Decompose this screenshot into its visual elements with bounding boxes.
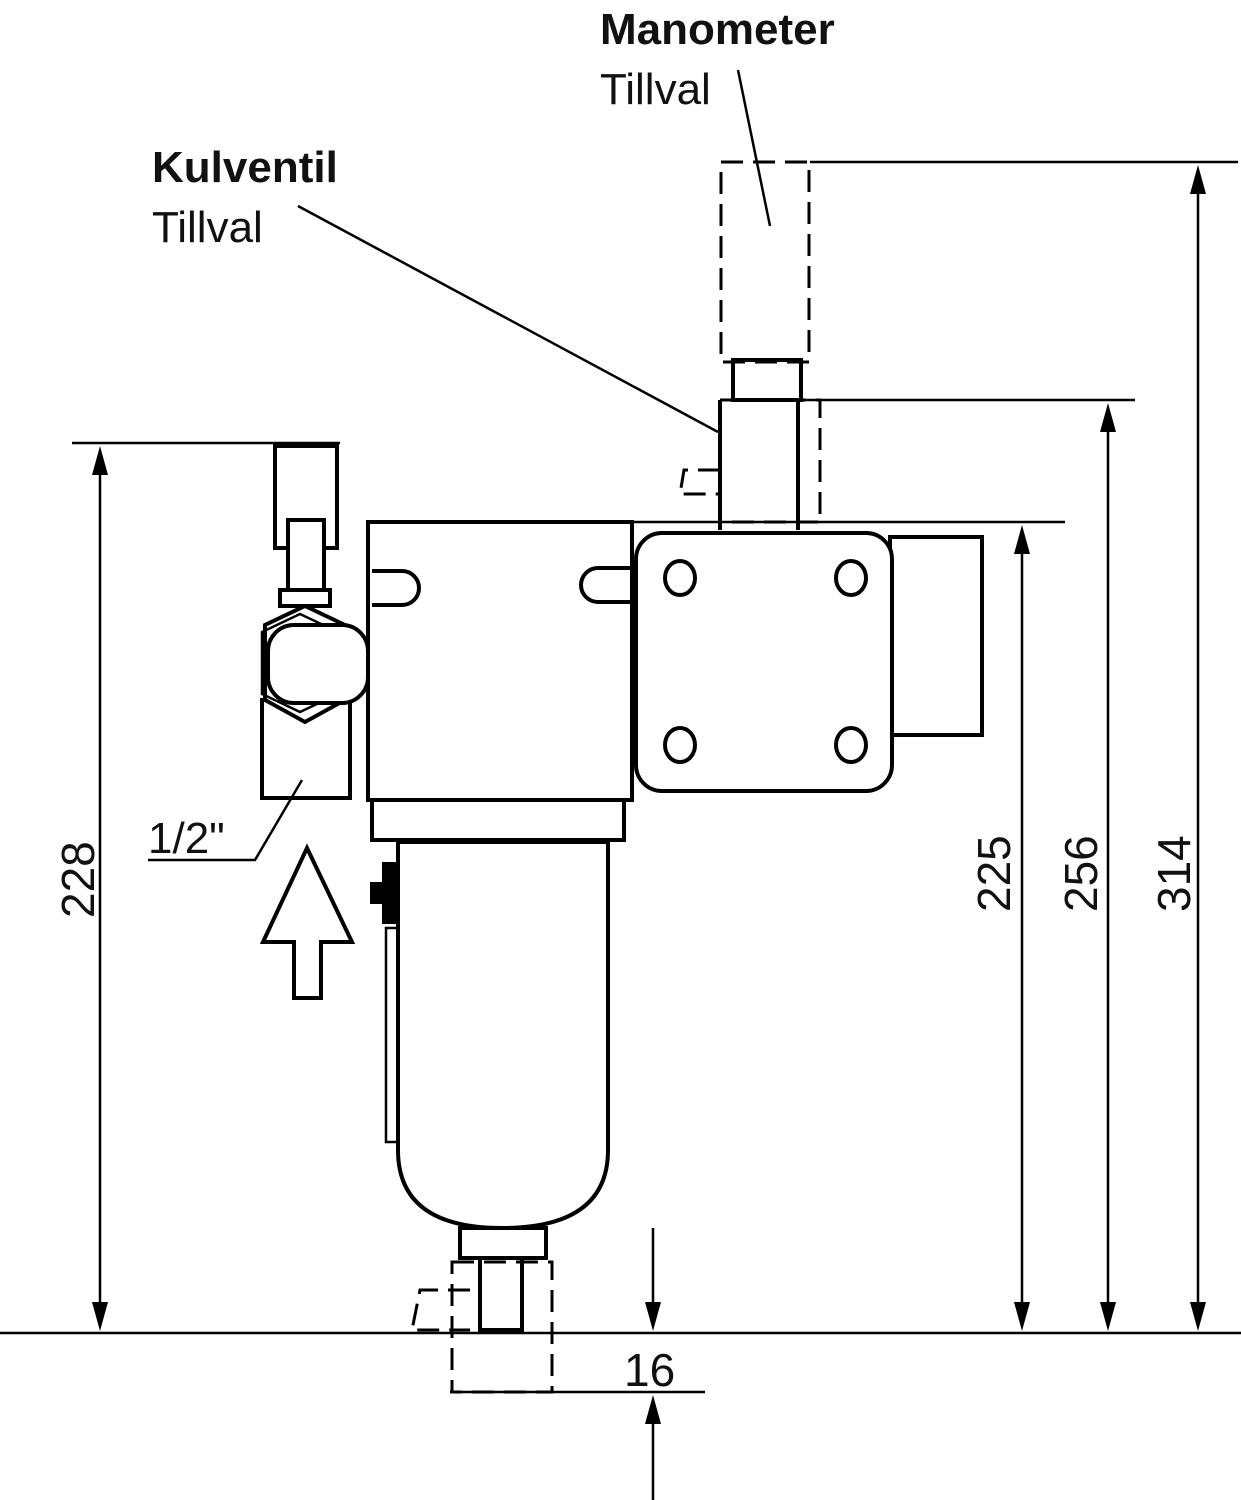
gauge-neck (731, 358, 803, 402)
dimension-label-256: 256 (1055, 835, 1107, 912)
bowl-sight-glass (384, 926, 400, 1144)
arrowhead-down (1100, 1302, 1116, 1331)
flow-arrow-shape (259, 843, 356, 1000)
arrowhead-up (1190, 165, 1206, 194)
dimension-label-16: 16 (624, 1344, 675, 1396)
bowl-outline (396, 840, 610, 1231)
gauge-adapter (718, 398, 822, 524)
gauge-tab (678, 468, 720, 496)
arrowhead-up (1100, 403, 1116, 432)
arrowhead-down (1014, 1302, 1030, 1331)
bolt-top-left (663, 559, 697, 597)
valve-leader-line (297, 204, 719, 434)
filter-regulator-body (366, 520, 634, 842)
dimension-label-225: 225 (968, 835, 1020, 912)
drain-collar (458, 1226, 548, 1260)
mounting-slot-right (579, 566, 630, 604)
arrowhead-down (1190, 1302, 1206, 1331)
gauge-body (719, 160, 811, 364)
arrowhead-up (92, 446, 108, 475)
dimension-label-228: 228 (52, 841, 104, 918)
filter-bowl (370, 840, 610, 1394)
port-size-label: 1/2" (148, 814, 225, 863)
mounting-slot-left (372, 569, 421, 607)
gauge-subtitle: Tillval (600, 65, 711, 114)
bowl-lock-tab (382, 862, 396, 924)
bolt-top-right (834, 559, 868, 597)
mounting-plate (634, 531, 894, 793)
arrowhead-down (645, 1302, 661, 1331)
solenoid-housing (888, 535, 984, 737)
arrowhead-down (92, 1302, 108, 1331)
valve-ball-body (266, 623, 370, 705)
bolt-bottom-right (834, 726, 868, 764)
gauge-title: Manometer (600, 5, 835, 54)
pressure-gauge-optional (678, 160, 822, 530)
bolt-bottom-left (663, 726, 697, 764)
arrowhead-up (645, 1395, 661, 1424)
gauge-leader-line (736, 69, 772, 227)
ball-valve (148, 444, 370, 862)
drain-stem (478, 1256, 524, 1332)
arrow-up-outline-icon (259, 843, 356, 1000)
body-collar (370, 798, 626, 842)
drain-tab-optional (410, 1288, 470, 1332)
valve-stem-collar (278, 588, 332, 608)
drain-fitting-optional (450, 1260, 554, 1394)
main-body-block (366, 520, 634, 802)
valve-stem (286, 518, 326, 594)
side-plate (634, 531, 984, 793)
port-leader-line (148, 779, 304, 862)
valve-subtitle: Tillval (152, 203, 263, 252)
dimension-lines (0, 160, 1241, 1500)
dimension-label-314: 314 (1148, 835, 1200, 912)
valve-title: Kulventil (152, 143, 338, 192)
arrowhead-up (1014, 525, 1030, 554)
